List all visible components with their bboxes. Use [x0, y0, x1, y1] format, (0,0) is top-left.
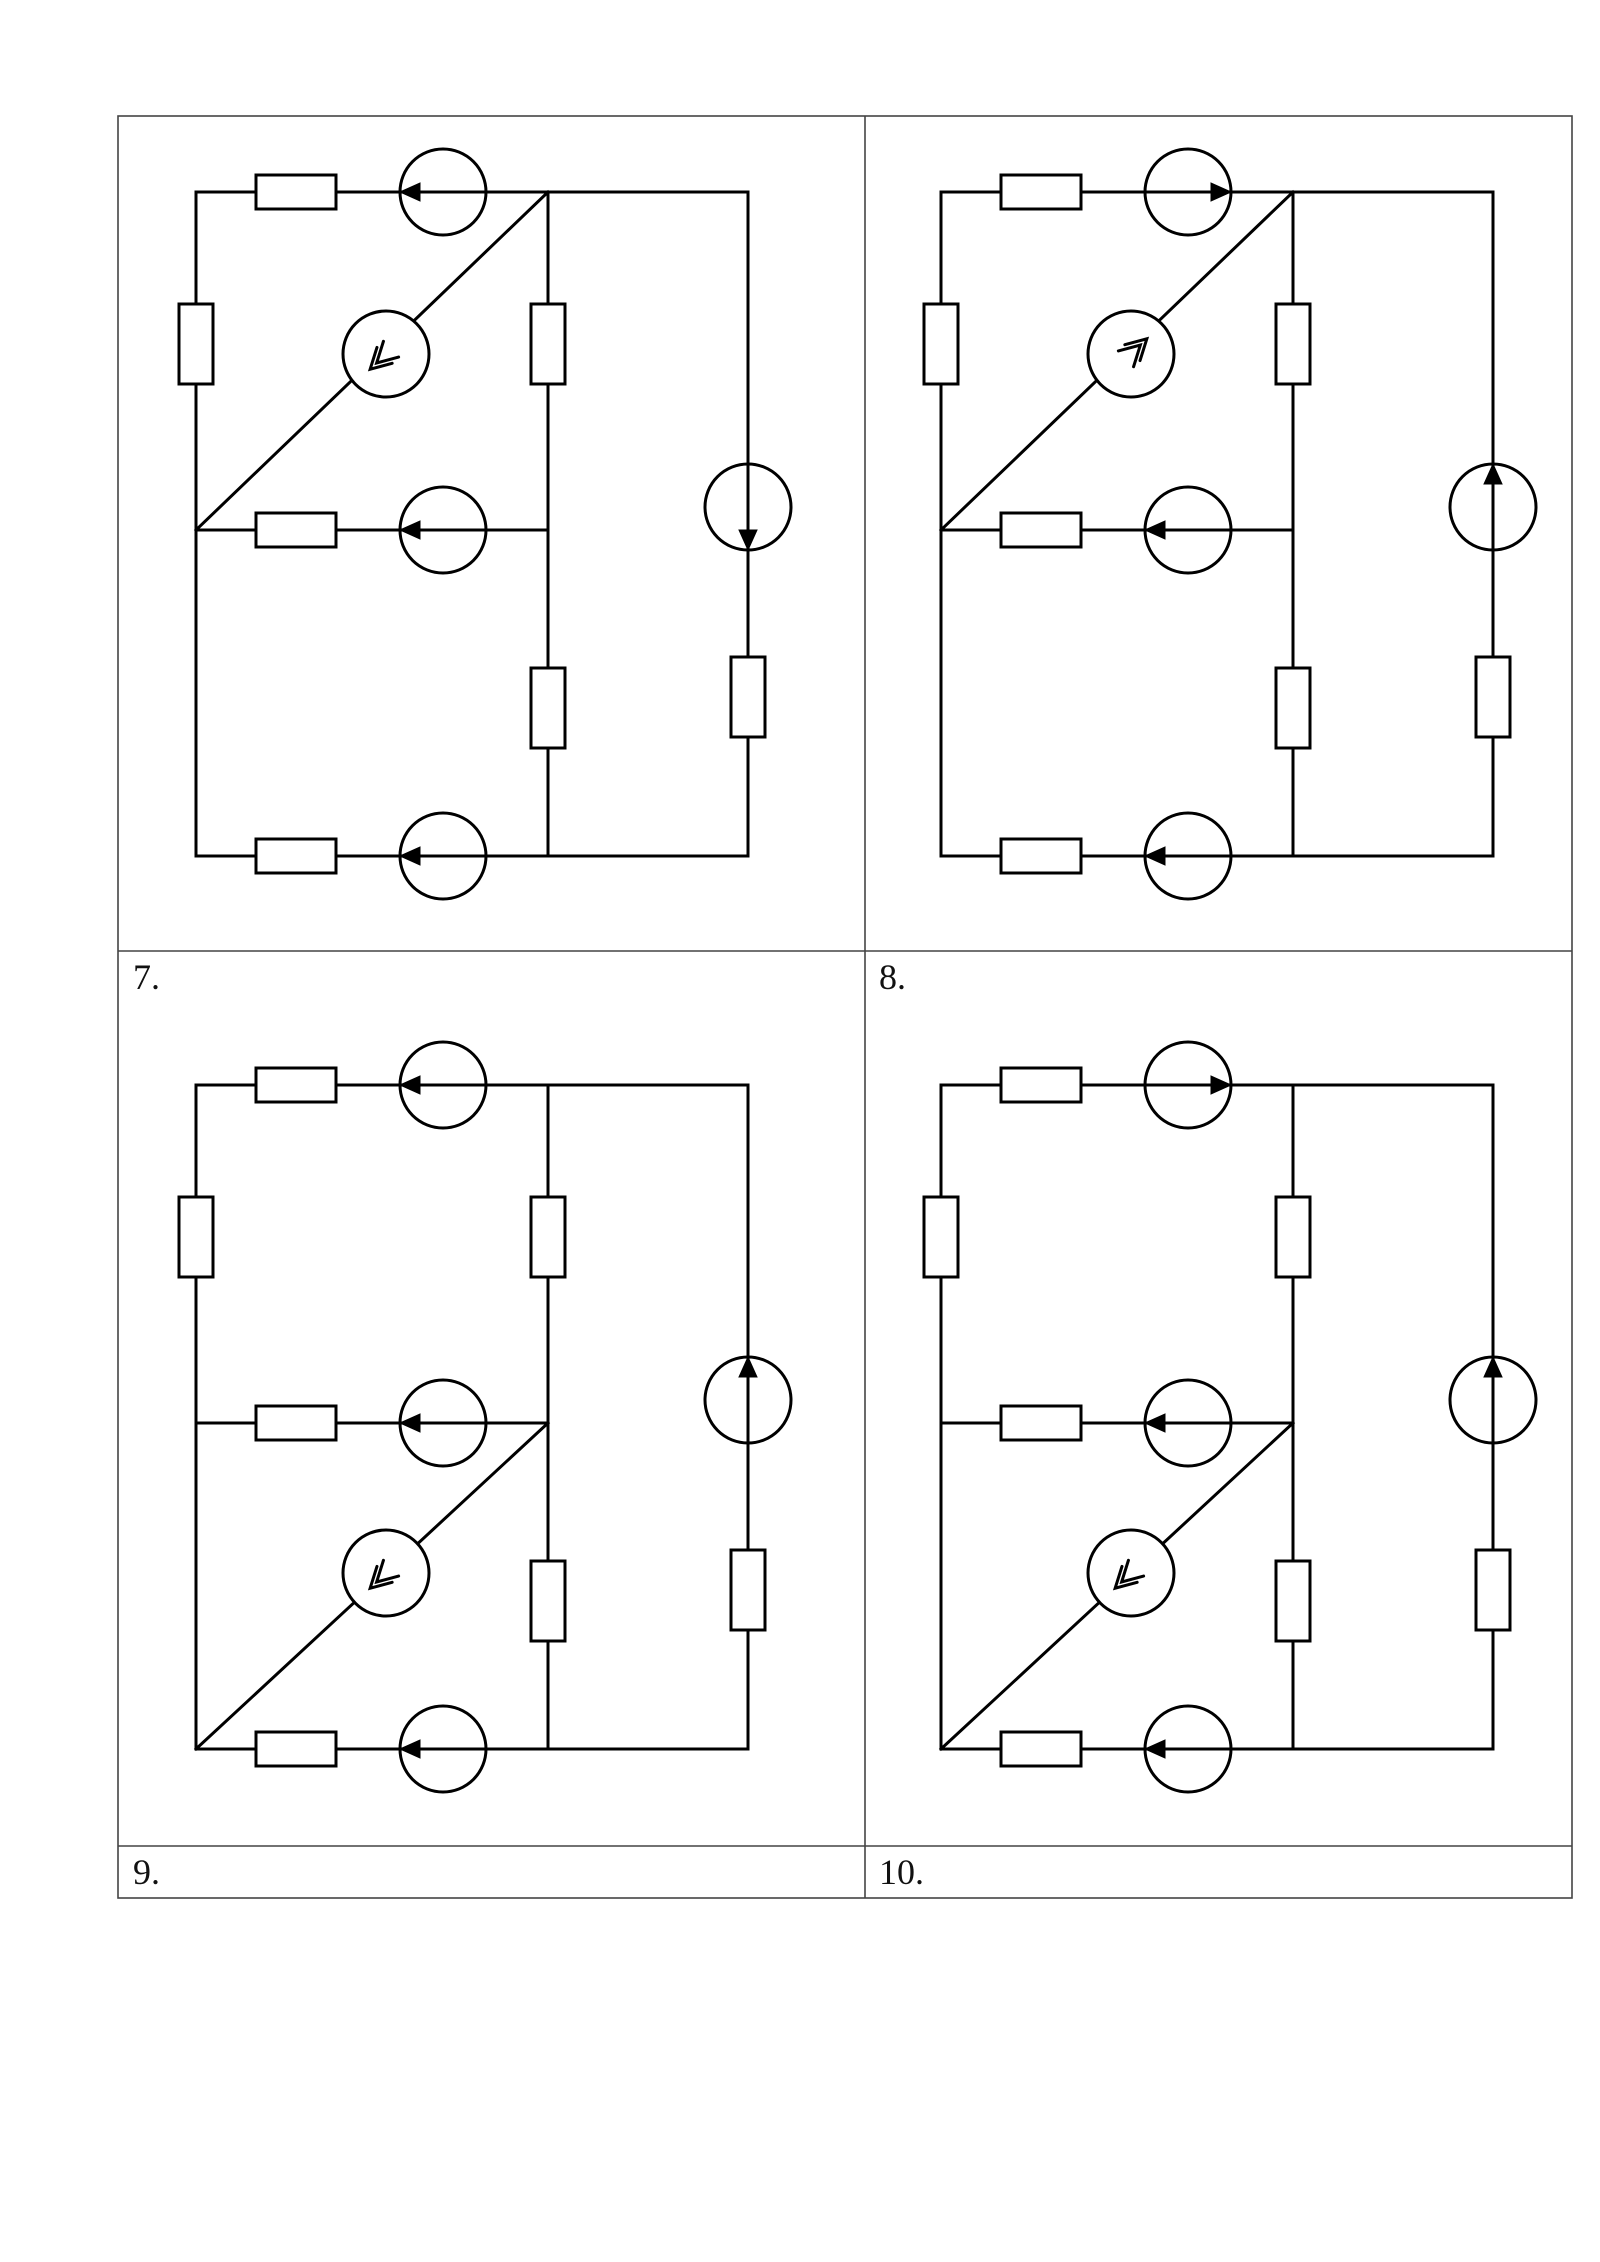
source-arrowhead [398, 182, 421, 202]
resistor [254, 173, 338, 211]
source-arrowhead [1483, 462, 1503, 485]
voltage-source [341, 1528, 431, 1618]
resistor [999, 511, 1083, 549]
resistor [177, 1195, 215, 1279]
source-arrowhead [398, 1413, 421, 1433]
source-arrowhead [398, 1075, 421, 1095]
diagonal-source-arrow [374, 1558, 401, 1585]
resistor [529, 1559, 567, 1643]
resistor [1274, 1195, 1312, 1279]
resistor [999, 1404, 1083, 1442]
diagonal-source-arrow [1112, 1564, 1139, 1591]
resistor [529, 302, 567, 386]
resistor [529, 666, 567, 750]
circuit-9 [177, 1040, 793, 1794]
voltage-source [1086, 309, 1176, 399]
resistor [529, 1195, 567, 1279]
resistor [254, 1066, 338, 1104]
resistor [999, 1066, 1083, 1104]
resistor [999, 1730, 1083, 1768]
resistor [254, 1730, 338, 1768]
circuit-10 [922, 1040, 1538, 1794]
resistor [1274, 302, 1312, 386]
circuits-layer [177, 147, 1538, 1794]
source-arrowhead [1210, 182, 1233, 202]
source-arrowhead [738, 529, 758, 552]
source-arrowhead [1210, 1075, 1233, 1095]
cell-label-10: 10. [879, 1852, 924, 1892]
diagonal-source-arrow [1123, 336, 1150, 363]
source-arrowhead [398, 520, 421, 540]
voltage-source [341, 309, 431, 399]
source-arrowhead [398, 846, 421, 866]
diagonal-source-arrow [367, 345, 394, 372]
cell-label-9: 9. [133, 1852, 160, 1892]
resistor [254, 837, 338, 875]
resistor [729, 1548, 767, 1632]
source-arrowhead [1143, 1413, 1166, 1433]
diagonal-source-arrow [367, 1564, 394, 1591]
resistor [177, 302, 215, 386]
resistor [254, 511, 338, 549]
circuit-7 [177, 147, 793, 901]
resistor [1474, 1548, 1512, 1632]
cell-label-7: 7. [133, 957, 160, 997]
diagonal-source-arrow [1116, 342, 1143, 369]
resistor [922, 302, 960, 386]
resistor [1474, 655, 1512, 739]
source-arrowhead [1143, 846, 1166, 866]
resistor [999, 173, 1083, 211]
source-arrowhead [738, 1355, 758, 1378]
cell-label-8: 8. [879, 957, 906, 997]
source-arrowhead [1143, 1739, 1166, 1759]
resistor [729, 655, 767, 739]
table-grid [117, 115, 1573, 1899]
circuit-8 [922, 147, 1538, 901]
voltage-source [1086, 1528, 1176, 1618]
resistor [1274, 666, 1312, 750]
diagonal-source-arrow [374, 339, 401, 366]
source-arrowhead [1483, 1355, 1503, 1378]
source-arrowhead [398, 1739, 421, 1759]
diagonal-source-arrow [1119, 1558, 1146, 1585]
resistor [254, 1404, 338, 1442]
resistor [1274, 1559, 1312, 1643]
resistor [999, 837, 1083, 875]
resistor [922, 1195, 960, 1279]
source-arrowhead [1143, 520, 1166, 540]
